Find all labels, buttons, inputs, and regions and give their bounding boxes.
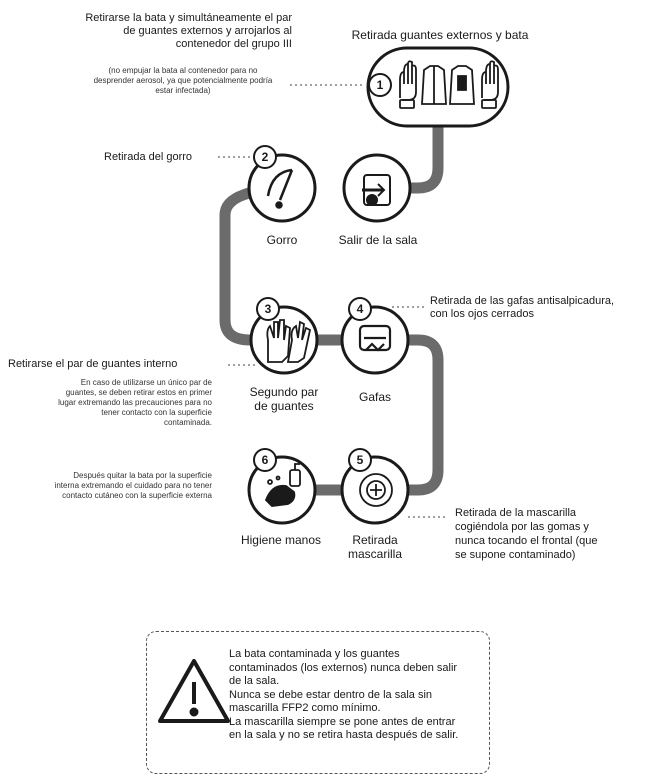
step-2-label: Gorro: [266, 233, 298, 247]
warning-text: La bata contaminada y los guantes contam…: [229, 648, 459, 741]
exit-room-node: [342, 153, 412, 223]
step-1-number: 1: [376, 78, 384, 92]
note-step-3: Retirarse el par de guantes interno: [8, 358, 178, 370]
note-step-3-detail-2: Después quitar la bata por la superficie…: [54, 471, 212, 500]
door-exit-icon: [362, 174, 391, 206]
note-step-3-detail-1: En caso de utilizarse un único par de gu…: [58, 378, 212, 427]
note-step-2: Retirada del gorro: [104, 151, 193, 163]
note-step-4: Retirada de las gafas antisalpicadura, c…: [430, 295, 615, 320]
step-2-node: [247, 145, 317, 223]
gloved-hands-icon: [266, 319, 312, 363]
step-6-number: 6: [261, 453, 269, 467]
gown-removal-icon: [449, 65, 475, 105]
hand-washing-icon: [264, 463, 301, 507]
exit-label: Salir de la sala: [338, 233, 418, 247]
mask-icon: [359, 473, 393, 507]
glove-icon: [481, 60, 499, 109]
step-1-title: Retirada guantes externos y bata: [351, 28, 529, 42]
goggles-icon: [358, 324, 392, 352]
note-step-5: Retirada de la mascarilla cogiéndola por…: [455, 507, 598, 561]
cap-icon: [266, 168, 294, 209]
warning-triangle-icon: [158, 659, 230, 723]
leader-lines: [218, 84, 448, 518]
step-5-node: [340, 448, 410, 525]
step-1-node: [366, 46, 510, 128]
step-4-node: [340, 297, 410, 375]
step-3-number: 3: [264, 302, 272, 316]
step-6-label: Higiene manos: [240, 533, 322, 547]
step-5-number: 5: [356, 453, 364, 467]
step-3-node: [249, 297, 319, 375]
step-4-label: Gafas: [358, 390, 391, 404]
step-4-number: 4: [356, 302, 364, 316]
note-step-1: Retirarse la bata y simultáneamente el p…: [85, 12, 292, 50]
step-2-number: 2: [261, 150, 269, 164]
step-6-node: [247, 448, 317, 525]
gown-icon: [421, 65, 447, 105]
glove-icon: [399, 60, 417, 109]
note-step-1-detail: (no empujar la bata al contenedor para n…: [93, 66, 273, 95]
warning-box: La bata contaminada y los guantes contam…: [146, 631, 490, 774]
